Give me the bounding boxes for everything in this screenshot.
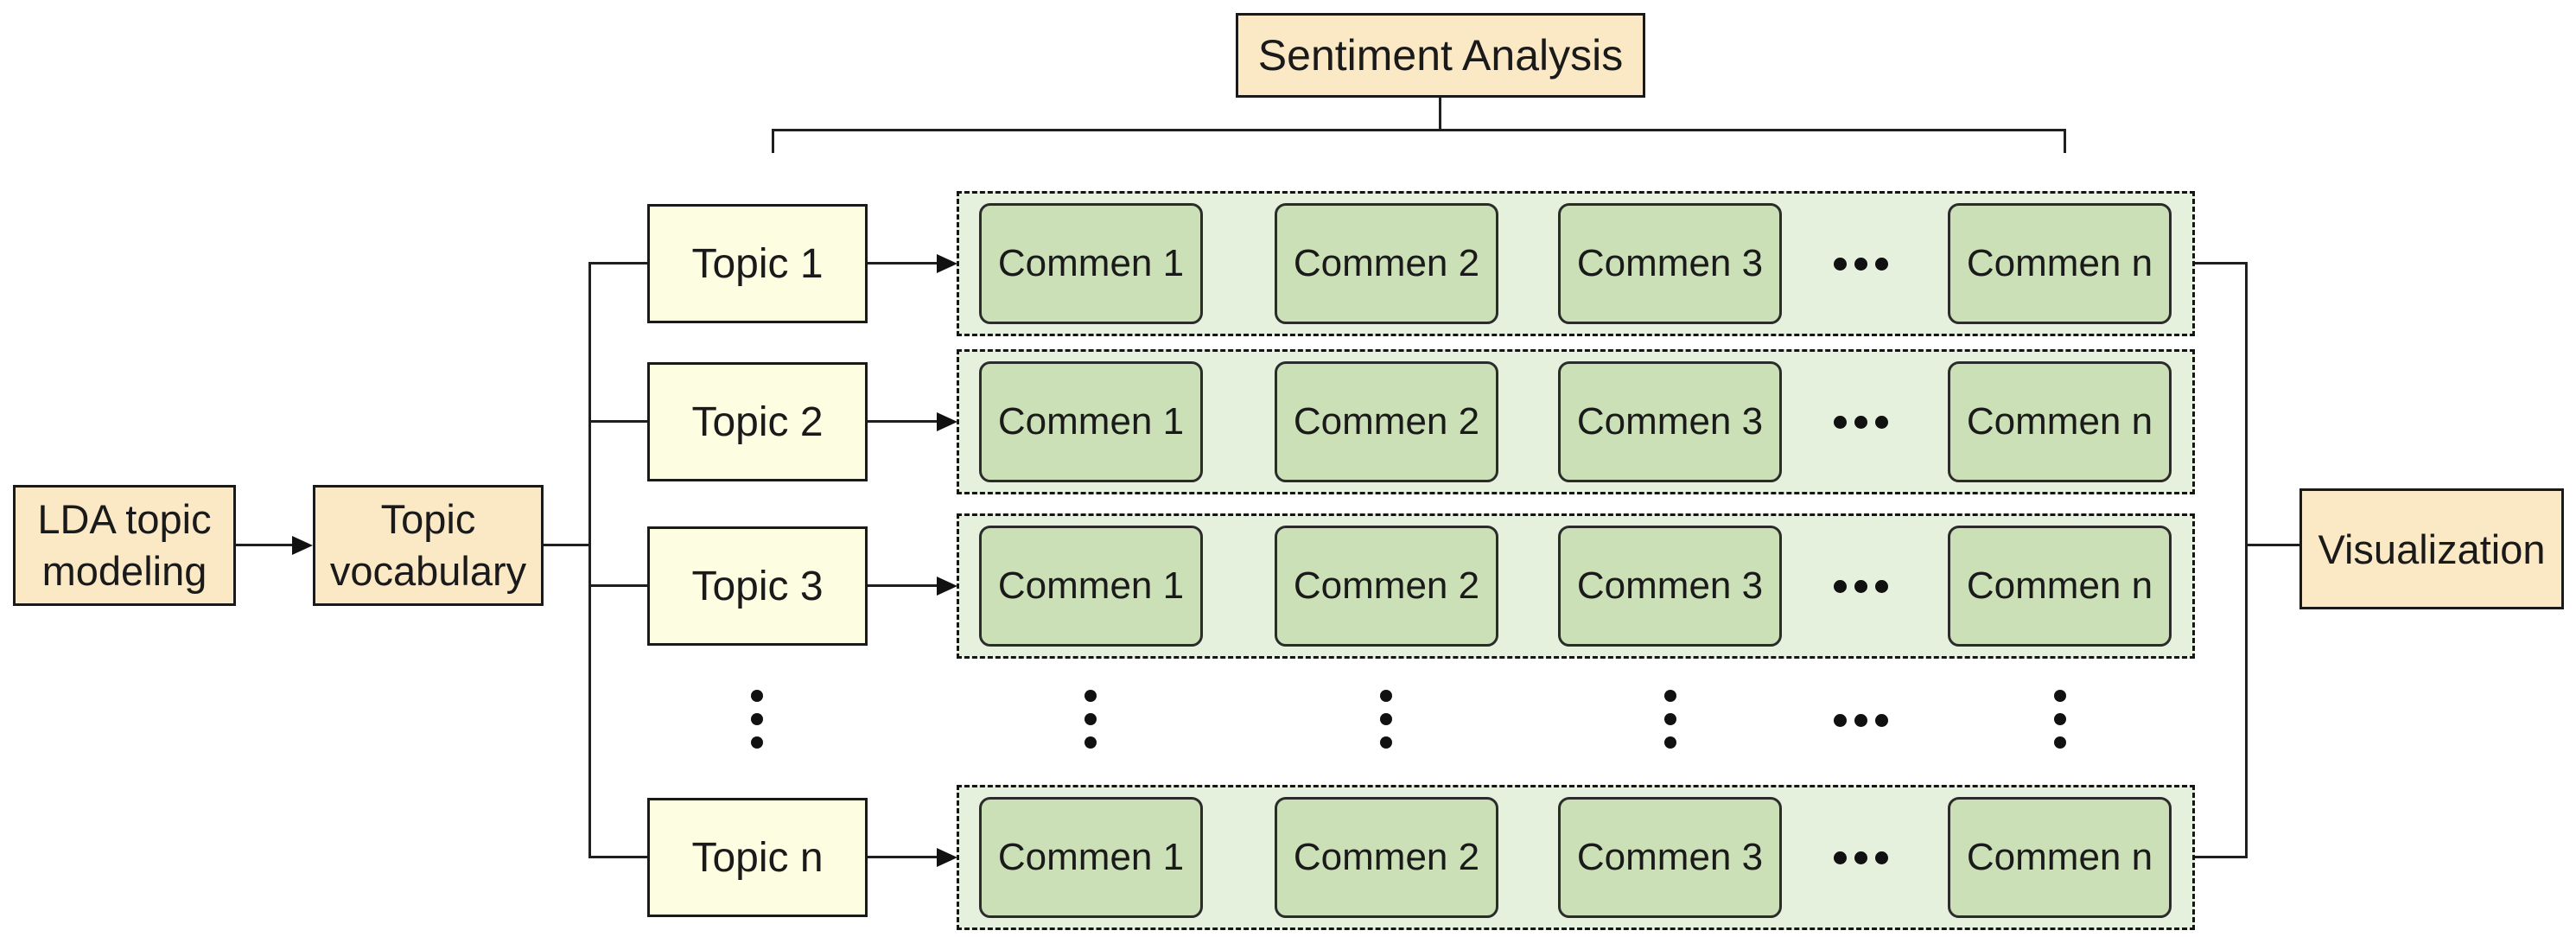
- vocab-label-line1: Topic: [380, 496, 476, 542]
- comment-label: Commen 1: [997, 400, 1185, 443]
- topic-3-label: Topic 3: [691, 563, 824, 609]
- topic-2-label: Topic 2: [691, 398, 824, 445]
- topic3-arrow-shaft: [868, 584, 938, 587]
- topic-1-label: Topic 1: [691, 240, 824, 287]
- comment-box: Commen n: [1948, 361, 2172, 482]
- topic-trunk-line: [588, 262, 591, 858]
- row-vertical-ellipsis-icon: [1379, 690, 1393, 749]
- gather-to-visualization-line: [2245, 544, 2299, 546]
- topic-3-node: Topic 3: [647, 526, 868, 646]
- topic-2-node: Topic 2: [647, 362, 868, 481]
- topics-vertical-ellipsis-icon: [750, 690, 764, 749]
- comment-box: Commen 2: [1275, 526, 1498, 647]
- comment-label: Commen 3: [1576, 242, 1764, 284]
- comments-horizontal-ellipsis-icon: [1834, 851, 1888, 864]
- trunk-branch-topic1: [588, 262, 647, 265]
- vocab-to-trunk-line: [544, 544, 590, 546]
- topic2-arrow-shaft: [868, 420, 938, 423]
- row1-to-gather-line: [2195, 262, 2248, 265]
- sentiment-analysis-label: Sentiment Analysis: [1257, 31, 1624, 80]
- topic1-arrowhead-icon: [937, 254, 957, 273]
- row-vertical-ellipsis-icon: [1084, 690, 1097, 749]
- lda-to-vocab-arrow-shaft: [234, 544, 294, 546]
- topic3-arrowhead-icon: [937, 577, 957, 596]
- comment-box: Commen 1: [979, 526, 1203, 647]
- comment-label: Commen 1: [997, 564, 1185, 607]
- topic2-arrowhead-icon: [937, 412, 957, 431]
- comment-label: Commen 3: [1576, 564, 1764, 607]
- comment-row-topicn: Commen 1 Commen 2 Commen 3 Commen n: [957, 785, 2195, 930]
- comments-horizontal-ellipsis-icon: [1834, 257, 1888, 271]
- comment-label: Commen n: [1966, 564, 2153, 607]
- comment-box: Commen 1: [979, 203, 1203, 324]
- row-vertical-ellipsis-icon: [1663, 690, 1677, 749]
- lda-label-line1: LDA topic: [37, 496, 212, 542]
- topicn-arrow-shaft: [868, 856, 938, 858]
- sentiment-stem-line: [1439, 98, 1441, 131]
- comment-label: Commen 1: [997, 242, 1185, 284]
- comment-box: Commen 2: [1275, 361, 1498, 482]
- comment-row-topic1: Commen 1 Commen 2 Commen 3 Commen n: [957, 191, 2195, 336]
- comment-label: Commen 2: [1293, 400, 1480, 443]
- comment-label: Commen 3: [1576, 400, 1764, 443]
- sentiment-analysis-node: Sentiment Analysis: [1236, 13, 1645, 98]
- trunk-branch-topic2: [588, 420, 647, 423]
- lda-to-vocab-arrowhead-icon: [292, 536, 313, 555]
- topicn-arrowhead-icon: [937, 848, 957, 867]
- comment-box: Commen 3: [1558, 797, 1782, 918]
- lda-label-line2: modeling: [41, 548, 207, 594]
- comment-label: Commen 2: [1293, 242, 1480, 284]
- visualization-label: Visualization: [2318, 526, 2546, 572]
- comment-box: Commen n: [1948, 797, 2172, 918]
- topic-vocabulary-node: Topic vocabulary: [313, 485, 544, 606]
- comment-label: Commen n: [1966, 836, 2153, 878]
- comments-horizontal-ellipsis-icon: [1834, 579, 1888, 593]
- topic-n-label: Topic n: [691, 834, 824, 881]
- comment-box: Commen n: [1948, 203, 2172, 324]
- comment-box: Commen 2: [1275, 203, 1498, 324]
- comment-label: Commen 1: [997, 836, 1185, 878]
- topic-n-node: Topic n: [647, 798, 868, 917]
- lda-topic-modeling-node: LDA topic modeling: [13, 485, 236, 606]
- comment-label: Commen n: [1966, 242, 2153, 284]
- rown-to-gather-line: [2195, 856, 2248, 858]
- vocab-label-line2: vocabulary: [329, 548, 527, 594]
- topic1-arrow-shaft: [868, 262, 938, 265]
- row-vertical-ellipsis-icon: [2053, 690, 2067, 749]
- comment-box: Commen 2: [1275, 797, 1498, 918]
- comment-box: Commen 1: [979, 361, 1203, 482]
- trunk-branch-topicn: [588, 856, 647, 858]
- comments-horizontal-ellipsis-icon: [1834, 415, 1888, 429]
- sentiment-bracket-right-tick: [2064, 129, 2066, 153]
- trunk-branch-topic3: [588, 584, 647, 587]
- gather-vertical-line: [2245, 262, 2248, 858]
- comment-label: Commen n: [1966, 400, 2153, 443]
- comment-box: Commen n: [1948, 526, 2172, 647]
- comment-row-topic2: Commen 1 Commen 2 Commen 3 Commen n: [957, 349, 2195, 494]
- comment-label: Commen 2: [1293, 564, 1480, 607]
- comment-label: Commen 2: [1293, 836, 1480, 878]
- comment-box: Commen 3: [1558, 203, 1782, 324]
- comment-box: Commen 3: [1558, 361, 1782, 482]
- topic-1-node: Topic 1: [647, 204, 868, 323]
- comment-row-topic3: Commen 1 Commen 2 Commen 3 Commen n: [957, 513, 2195, 659]
- comment-box: Commen 3: [1558, 526, 1782, 647]
- row-horizontal-ellipsis-icon: [1834, 713, 1888, 727]
- comment-label: Commen 3: [1576, 836, 1764, 878]
- sentiment-bracket-line: [772, 129, 2066, 131]
- visualization-node: Visualization: [2299, 488, 2564, 609]
- comment-box: Commen 1: [979, 797, 1203, 918]
- sentiment-bracket-left-tick: [772, 129, 774, 153]
